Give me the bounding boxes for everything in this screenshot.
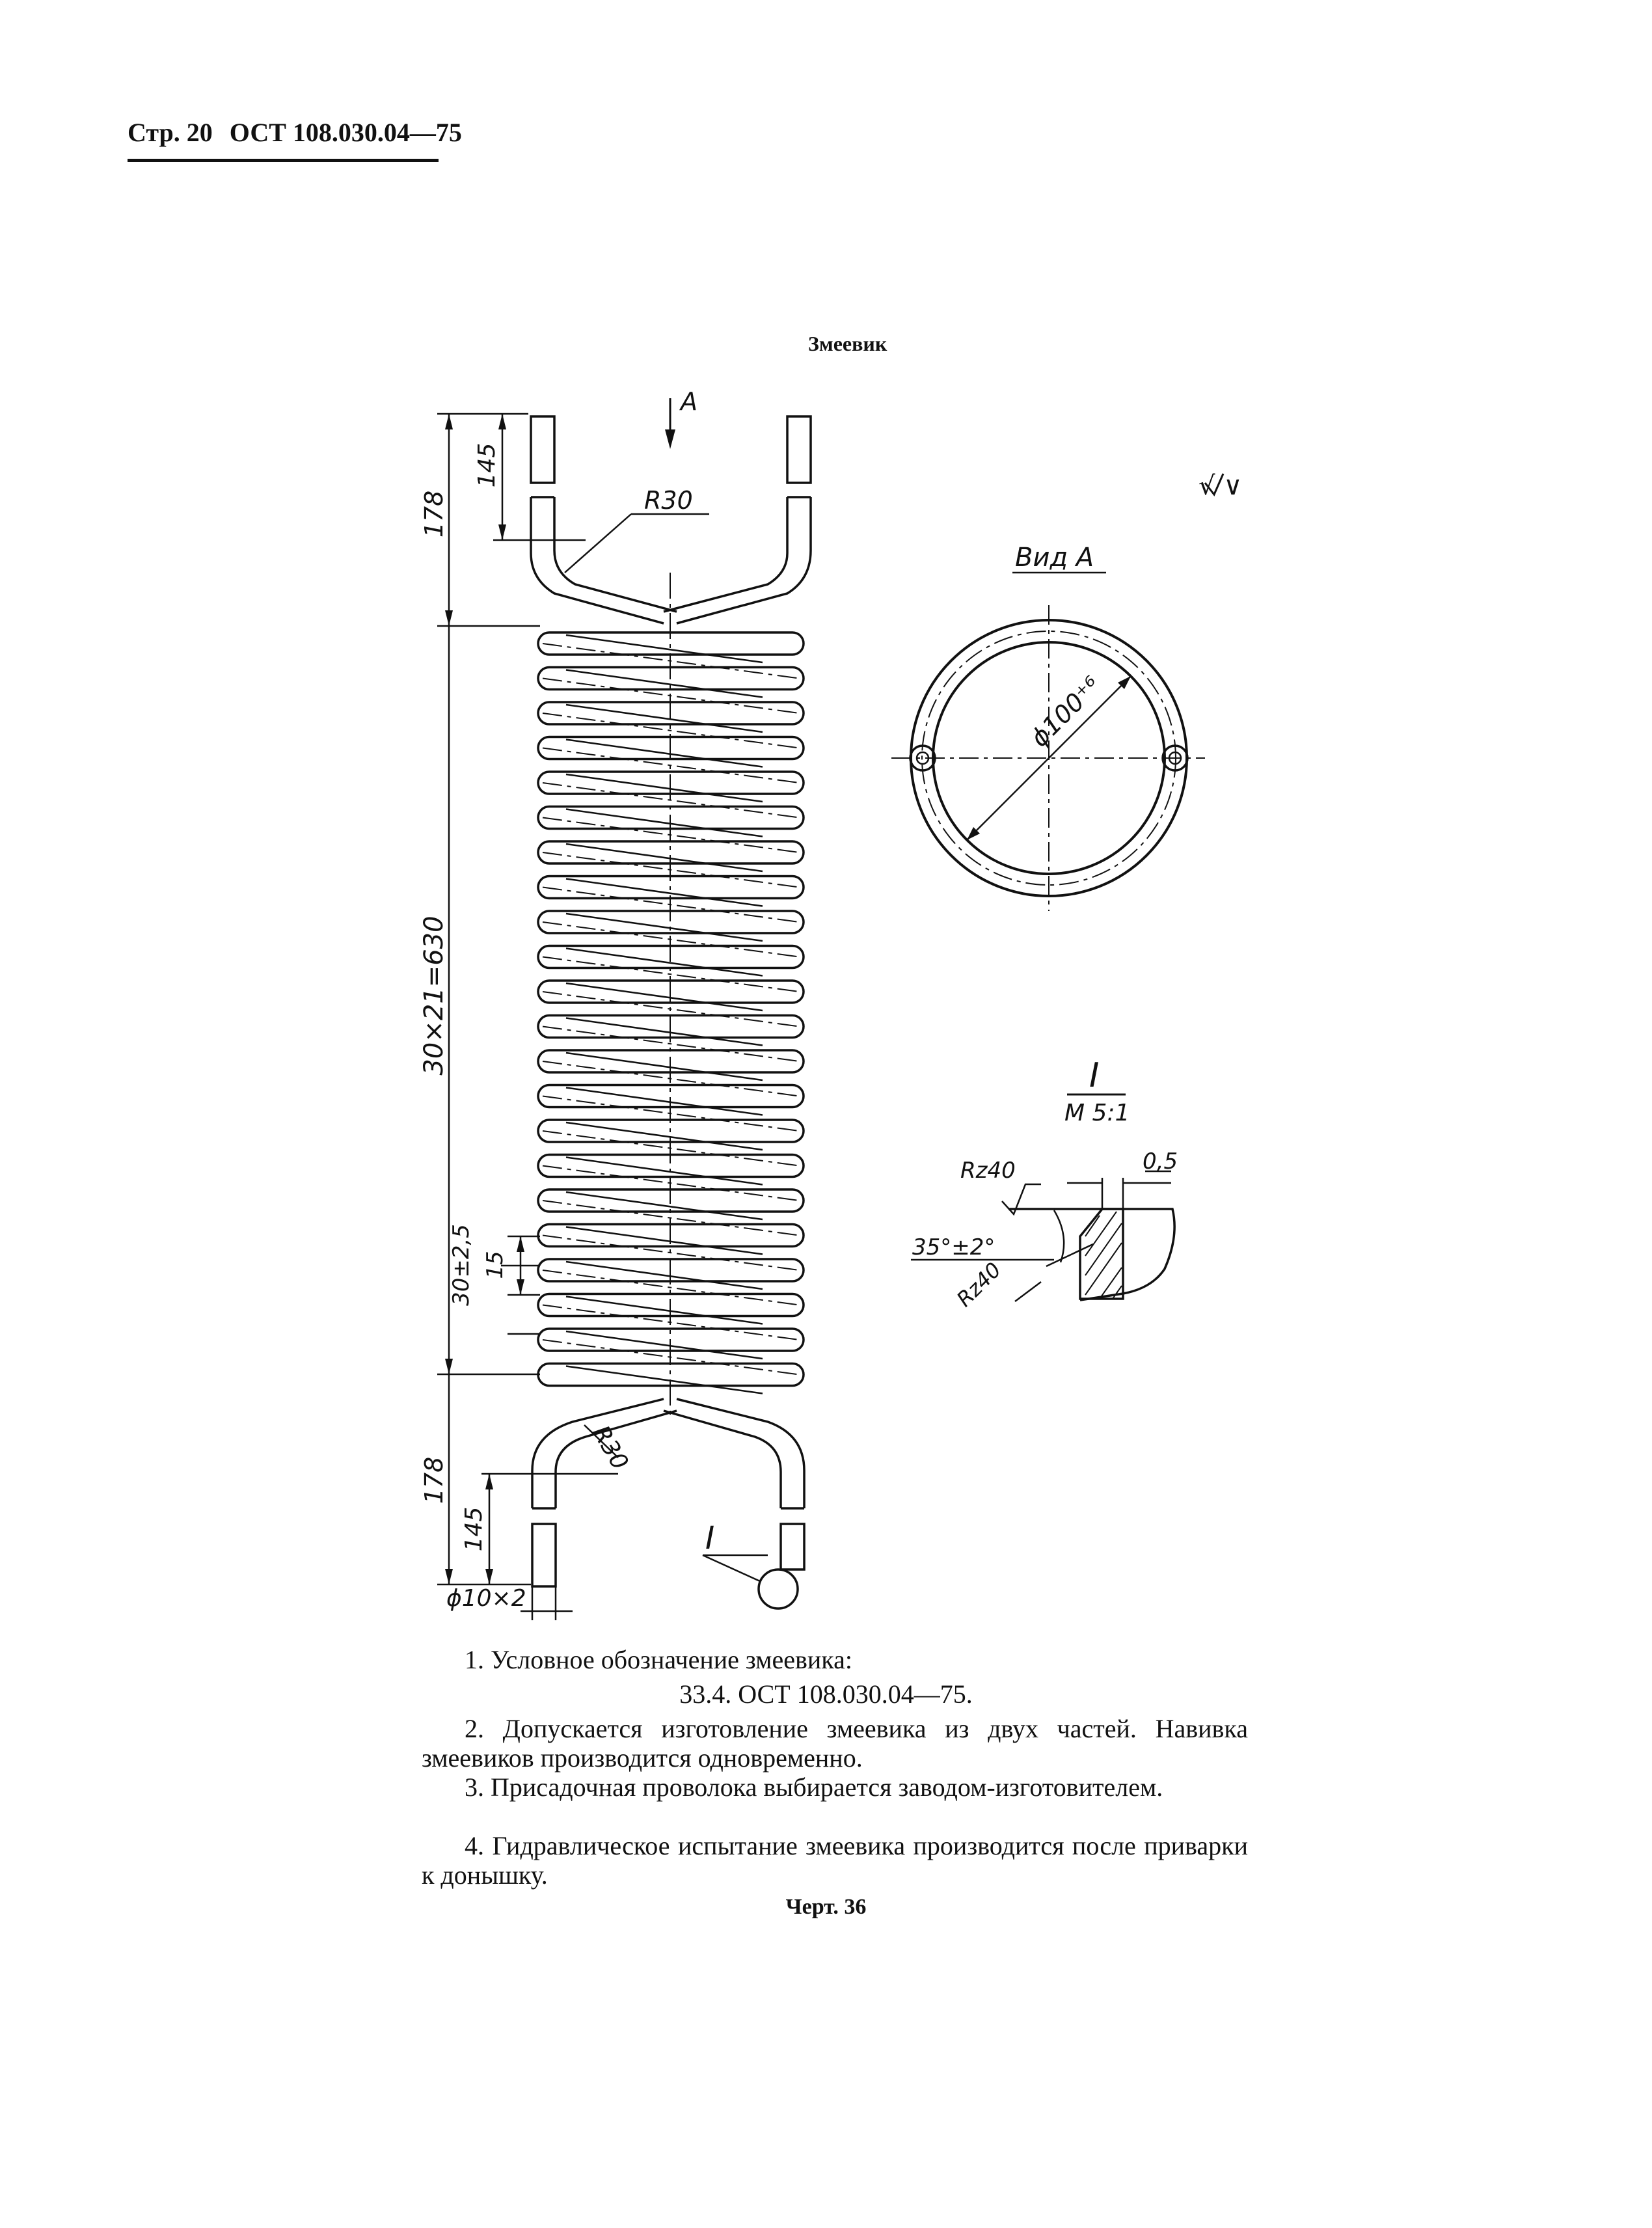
coil-turn [537, 770, 805, 795]
detail-title: I [1089, 1056, 1099, 1095]
coil-turn [537, 875, 805, 900]
coil-turn [537, 1083, 805, 1109]
coil-back-strand [565, 878, 763, 907]
coil-turn [537, 666, 805, 691]
dim-pitch: 30±2,5 [448, 1224, 474, 1306]
dim-top-straight: 145 [474, 443, 500, 488]
coil-back-strand [565, 982, 763, 1012]
coil-back-strand [565, 1121, 763, 1151]
dim-bend-radius-top: R30 [644, 486, 693, 515]
coil-back-strand [565, 1052, 763, 1081]
coil-back-strand [565, 1260, 763, 1290]
coil-back-strand [565, 669, 763, 698]
top-outlet-tubes [530, 415, 812, 625]
coil-axis-line [542, 956, 800, 992]
page-number: Стр. 20 [128, 118, 213, 147]
bottom-outlet-tubes [531, 1398, 806, 1610]
coil-turn [537, 1049, 805, 1074]
coil-designation: 33.4. ОСТ 108.030.04—75. [679, 1679, 973, 1709]
detail-callout-label: I [705, 1520, 714, 1556]
coil-back-strand [565, 1330, 763, 1360]
detail-roughness-top: Rz40 [960, 1158, 1016, 1184]
technical-drawing: А √ ∨ 178 145 R30 30×21=630 30±2,5 15 17… [419, 387, 1242, 1620]
coil-back-strand [565, 1087, 763, 1116]
detail-scale: М 5:1 [1064, 1100, 1130, 1126]
coil-axis-line [542, 713, 800, 749]
coil-turn [537, 701, 805, 726]
coil-back-strand [565, 773, 763, 803]
note-4: 4. Гидравлическое испытание змеевика про… [422, 1831, 1248, 1890]
view-a-title: Вид А [1015, 543, 1094, 573]
coil-turn [537, 979, 805, 1004]
coil-back-strand [565, 912, 763, 942]
note-2: 2. Допускается изготовление змеевика из … [422, 1714, 1248, 1773]
coil-back-strand [565, 1017, 763, 1046]
coil-back-strand [565, 843, 763, 873]
coil-axis-line [542, 1200, 800, 1236]
view-arrow-label: А [679, 387, 697, 416]
roughness-mark: √ ∨ [1198, 471, 1242, 501]
coil-turn [537, 1258, 805, 1283]
detail-roughness-side: Rz40 [952, 1257, 1006, 1311]
dim-bottom-straight: 145 [461, 1507, 487, 1552]
coil-back-strand [565, 634, 763, 664]
arrowheads [445, 414, 675, 1584]
coil-back-strand [565, 1156, 763, 1186]
coil-axis-line [542, 1270, 800, 1306]
note-3: 3. Присадочная проволока выбирается заво… [465, 1773, 1163, 1802]
coil-turn [537, 1292, 805, 1318]
dim-tube-size: ϕ10×2 [446, 1585, 526, 1612]
coil-turn [537, 1153, 805, 1178]
detail-chamfer-width: 0,5 [1143, 1148, 1178, 1175]
coil-back-strand [565, 1296, 763, 1325]
coil-turn [537, 944, 805, 970]
coil-turn [537, 735, 805, 761]
coil-turn [537, 631, 805, 656]
coil-turn [537, 805, 805, 830]
dim-top-length: 178 [420, 491, 448, 538]
coil-turn [537, 1362, 805, 1387]
coil-back-strand [565, 947, 763, 977]
page-header: Стр. 20 ОСТ 108.030.04—75 [128, 117, 462, 148]
figure-caption: Черт. 36 [785, 1895, 867, 1919]
coil-back-strand [565, 703, 763, 733]
detail-angle: 35°±2° [912, 1234, 995, 1260]
coil-axis-line [542, 1026, 800, 1062]
dim-gap: 15 [482, 1251, 508, 1279]
coil-back-strand [565, 739, 763, 768]
dim-coil-length: 30×21=630 [419, 916, 449, 1075]
note-1: 1. Условное обозначение змеевика: [465, 1645, 852, 1674]
coil-turn [537, 1119, 805, 1143]
coil-turn [537, 1223, 805, 1248]
coil-turn [537, 1014, 805, 1039]
header-rule [128, 159, 439, 162]
dim-bend-radius-bottom: R30 [587, 1421, 633, 1474]
coil-turn [537, 910, 805, 934]
standard-number: ОСТ 108.030.04—75 [229, 118, 462, 147]
dim-bottom-length: 178 [420, 1457, 448, 1504]
coil-back-strand [565, 1365, 763, 1394]
drawing-title: Змеевик [808, 332, 887, 355]
roughness-symbol [1204, 473, 1225, 496]
coil-back-strand [565, 1226, 763, 1255]
coil-turn [537, 1188, 805, 1213]
coil-back-strand [565, 808, 763, 837]
coil-back-strand [565, 1191, 763, 1221]
view-a [891, 571, 1205, 911]
dimension-lines [437, 413, 768, 1620]
detail-i [911, 1093, 1176, 1302]
coil-turn [537, 840, 805, 865]
